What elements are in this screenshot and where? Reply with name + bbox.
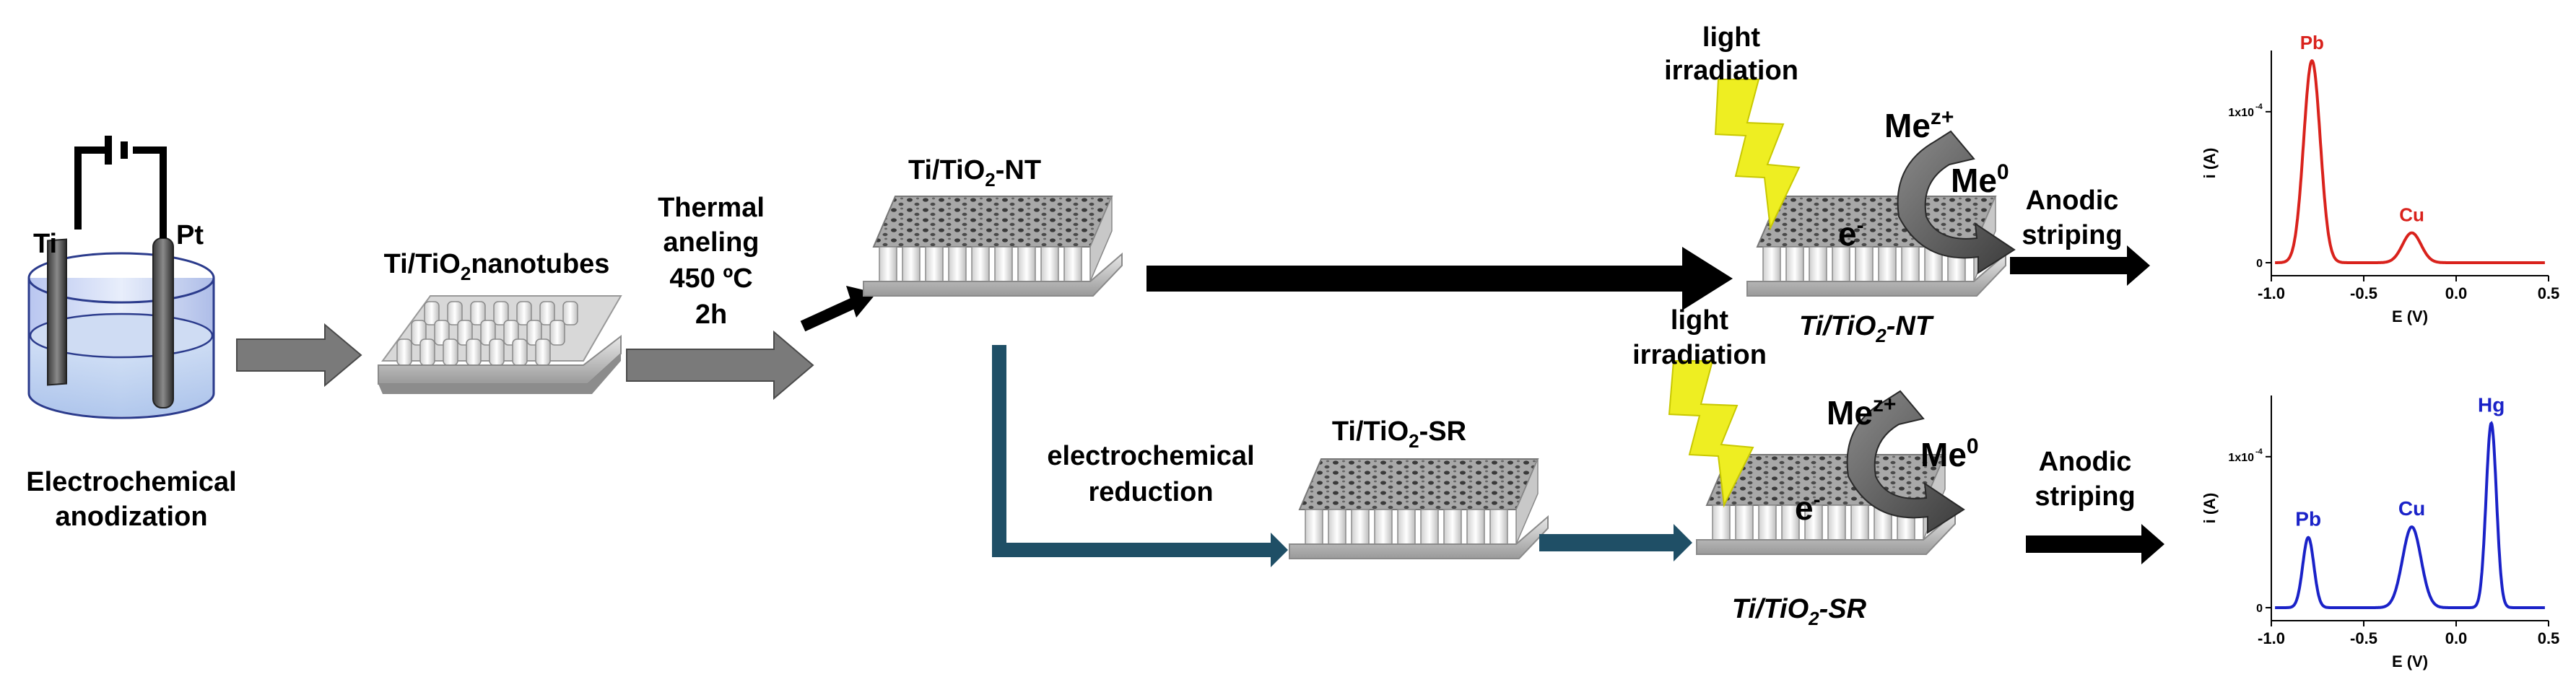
arrow-nt-to-illuminated-nt xyxy=(1146,247,1733,310)
y-axis-label: i (A) xyxy=(2201,493,2219,524)
label-annealing-1: Thermal xyxy=(658,193,765,223)
y-axis-label: i (A) xyxy=(2201,148,2219,179)
electron-bottom: e- xyxy=(1795,488,1821,527)
arrow-stripping-top xyxy=(2010,245,2150,286)
label-reduction-2: reduction xyxy=(1088,477,1213,507)
x-tick-label: -1.0 xyxy=(2258,284,2285,302)
sr-plate xyxy=(1289,458,1549,559)
nt-plate xyxy=(863,196,1123,297)
voltammetry-trace xyxy=(2275,58,2545,264)
arrow-stripping-bottom xyxy=(2026,524,2164,564)
voltammogram-bottom: -1.0 -0.5 0.0 0.5 0 1x10-4 E (V) i (A) Pb Cu Hg xyxy=(2201,393,2559,670)
label-nt-photo: Ti/TiO2-NT xyxy=(1799,311,1934,346)
x-tick-label: 0.5 xyxy=(2538,629,2560,647)
arrow-sr-to-illuminated-sr xyxy=(1539,524,1692,561)
x-tick-label: 0.0 xyxy=(2445,629,2468,647)
power-supply-wiring xyxy=(74,136,167,238)
x-axis-label: E (V) xyxy=(2392,307,2428,325)
label-light-top-2: irradiation xyxy=(1664,56,1798,86)
x-tick-label: 0.5 xyxy=(2538,284,2560,302)
arrow-nanotubes-to-annealing xyxy=(626,330,814,401)
y-tick-label: 1x10 xyxy=(2228,107,2254,119)
electron-top: e- xyxy=(1838,214,1864,253)
y-tick-exponent: -4 xyxy=(2255,447,2263,456)
peak-label: Hg xyxy=(2478,393,2505,416)
label-light-bottom-2: irradiation xyxy=(1632,340,1767,370)
lightning-bolt-top xyxy=(1714,79,1801,231)
label-light-bottom-1: light xyxy=(1671,305,1729,336)
label-ti: Ti xyxy=(33,229,57,259)
label-anodization-2: anodization xyxy=(55,502,207,532)
label-reduction-1: electrochemical xyxy=(1047,441,1254,471)
x-tick-label: -0.5 xyxy=(2350,284,2377,302)
y-tick-label: 0 xyxy=(2256,258,2263,270)
label-pt: Pt xyxy=(176,220,204,250)
reduction-arrow-top xyxy=(1897,130,2016,274)
label-nanotubes: Ti/TiO2nanotubes xyxy=(384,249,610,284)
metal-zero-bottom: Me0 xyxy=(1920,434,1979,473)
x-tick-label: 0.0 xyxy=(2445,284,2468,302)
metal-ion-bottom: Mez+ xyxy=(1827,393,1896,432)
peak-label: Cu xyxy=(2398,497,2425,520)
label-annealing-3: 450 ºC xyxy=(669,263,752,294)
ti-electrode xyxy=(47,238,67,386)
arrow-anodization-to-nanotubes xyxy=(236,323,362,388)
peak-label: Pb xyxy=(2300,32,2324,53)
arrow-nt-to-sr xyxy=(992,345,1288,567)
label-stripping-top-2: striping xyxy=(2022,220,2122,250)
label-stripping-bottom-2: striping xyxy=(2035,481,2135,512)
pt-electrode xyxy=(152,237,174,408)
label-annealing-2: aneling xyxy=(663,227,759,258)
peak-label: Pb xyxy=(2295,508,2321,530)
voltammetry-trace xyxy=(2275,421,2545,609)
peak-label: Cu xyxy=(2399,204,2424,226)
label-annealing-4: 2h xyxy=(695,300,727,330)
label-stripping-top-1: Anodic xyxy=(2026,185,2119,216)
label-stripping-bottom-1: Anodic xyxy=(2039,447,2132,477)
lightning-bolt-bottom xyxy=(1668,360,1754,508)
y-tick-label: 0 xyxy=(2256,603,2263,615)
label-nt: Ti/TiO2-NT xyxy=(908,155,1041,191)
metal-zero-top: Me0 xyxy=(1951,160,2009,199)
nanotube-array xyxy=(378,295,622,394)
y-tick-label: 1x10 xyxy=(2228,452,2254,464)
y-tick-exponent: -4 xyxy=(2255,102,2263,111)
label-light-top-1: light xyxy=(1702,22,1761,53)
x-tick-label: -1.0 xyxy=(2258,629,2285,647)
label-anodization-1: Electrochemical xyxy=(26,467,236,497)
electrochemical-cell: Ti Pt xyxy=(27,136,215,419)
x-axis-label: E (V) xyxy=(2392,652,2428,670)
label-sr: Ti/TiO2-SR xyxy=(1332,416,1466,452)
x-tick-label: -0.5 xyxy=(2350,629,2377,647)
label-sr-photo: Ti/TiO2-SR xyxy=(1732,594,1867,629)
reduction-arrow-bottom xyxy=(1846,390,1965,534)
metal-ion-top: Mez+ xyxy=(1884,105,1954,144)
